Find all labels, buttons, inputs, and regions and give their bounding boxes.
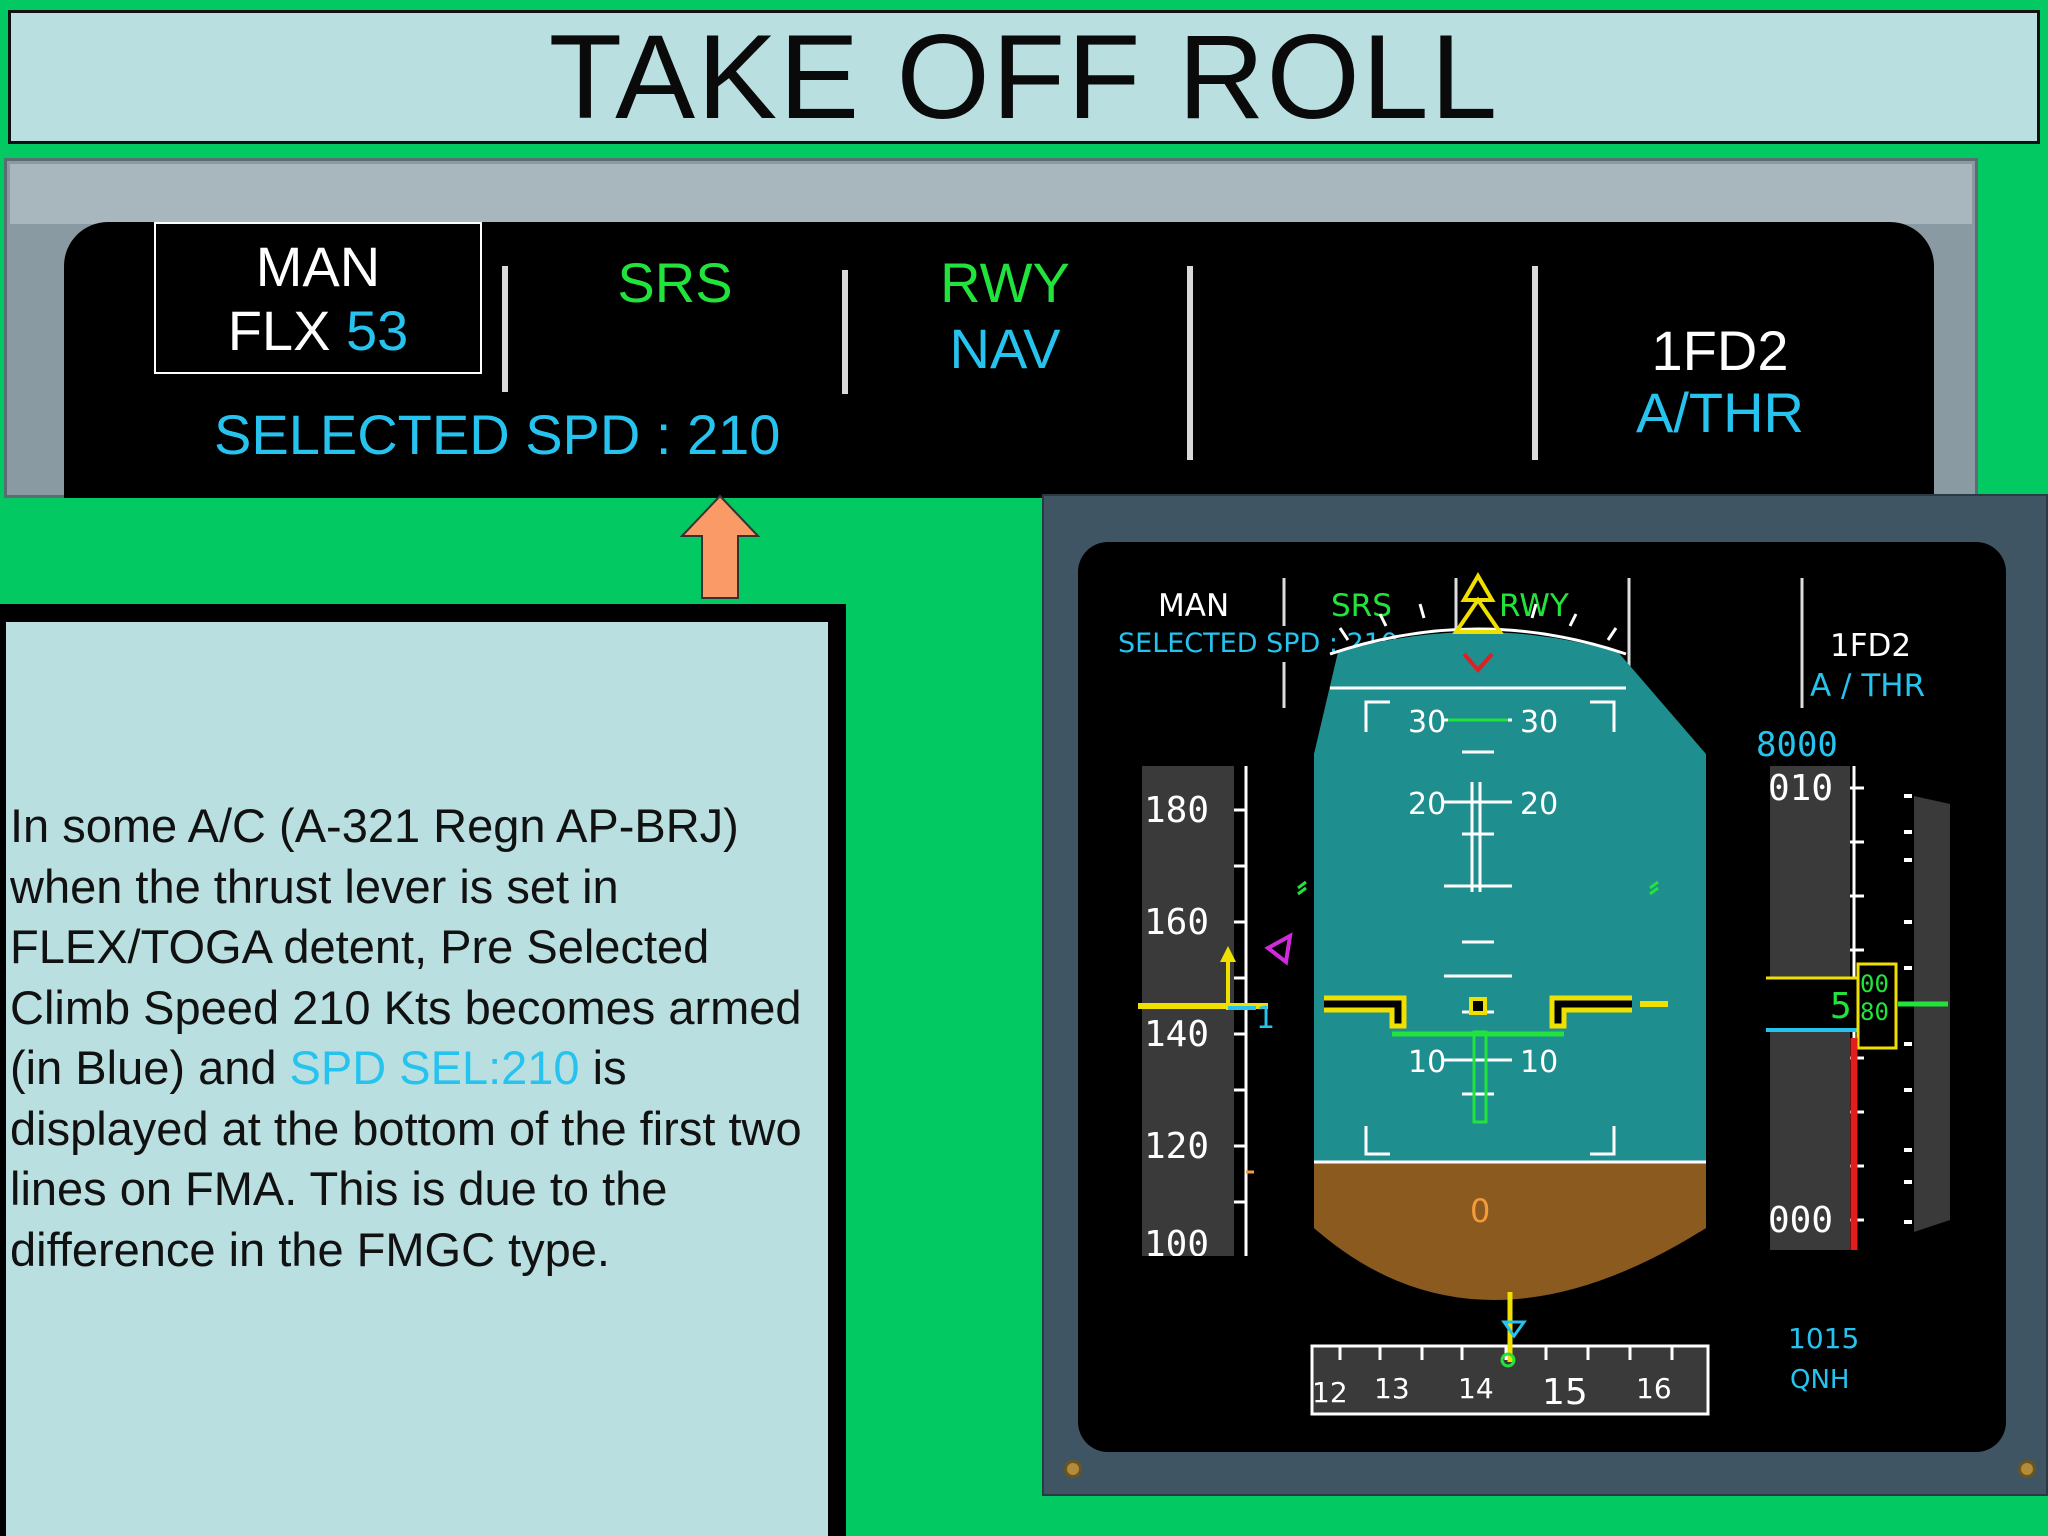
speed-tick-label: 160 <box>1144 902 1209 943</box>
fma-divider-3 <box>1187 266 1193 460</box>
heading-label: 16 <box>1636 1372 1672 1405</box>
fma-man-label: MAN <box>255 235 381 298</box>
page-title: TAKE OFF ROLL <box>548 10 1500 144</box>
fma-flx-label: FLX 53 <box>154 298 482 363</box>
fma-athr-label: A/THR <box>1636 381 1804 444</box>
speed-tick-label: 140 <box>1144 1014 1209 1055</box>
speed-target-marker: 1 <box>1256 1001 1275 1036</box>
altitude-drum-bottom: 80 <box>1860 998 1889 1026</box>
info-text-highlight: SPD SEL:210 <box>289 1041 580 1094</box>
altitude-window-main: 5 <box>1830 986 1852 1027</box>
speed-tick-label: 180 <box>1144 790 1209 831</box>
info-box <box>6 622 828 1536</box>
info-text-part2: is displayed at the bottom of the first … <box>10 1041 802 1276</box>
altitude-label-top: 010 <box>1768 768 1833 809</box>
fma-divider-2 <box>842 270 848 394</box>
info-text: In some A/C (A-321 Regn AP-BRJ) when the… <box>10 796 828 1280</box>
fma-srs-label: SRS <box>617 251 733 314</box>
pitch-label-left: 10 <box>1408 1045 1446 1080</box>
aircraft-symbol-right <box>1549 995 1632 1029</box>
info-text-part1: In some A/C (A-321 Regn AP-BRJ) when the… <box>10 799 802 1094</box>
selected-altitude: 8000 <box>1756 725 1838 765</box>
pfd-fma-athr: A / THR <box>1810 668 1925 704</box>
pitch-label-left: 20 <box>1408 787 1446 822</box>
fma-nav-label: NAV <box>949 317 1061 380</box>
screw-icon <box>1064 1460 1082 1478</box>
speed-tick-label: 120 <box>1144 1126 1209 1167</box>
fma-divider-4 <box>1532 266 1538 460</box>
baro-value: 1015 <box>1788 1322 1859 1355</box>
fma-bezel-highlight <box>10 164 1972 224</box>
screw-icon <box>2018 1460 2036 1478</box>
pitch-label-right: 30 <box>1520 705 1558 740</box>
bank-pointer-icon <box>1452 596 1504 634</box>
vertical-speed-tape <box>1914 796 1950 1232</box>
pitch-label-right: 10 <box>1520 1045 1558 1080</box>
fma-selected-speed: SELECTED SPD : 210 <box>214 403 781 466</box>
fma-rwy-label: RWY <box>940 251 1070 314</box>
fma-fd-label: 1FD2 <box>1651 319 1789 382</box>
altitude-label-bottom: 000 <box>1768 1200 1833 1241</box>
radio-altitude: 0 <box>1470 1192 1490 1230</box>
heading-label: 12 <box>1312 1376 1348 1409</box>
pfd-display: MAN SRS RWY SELECTED SPD : 210 1FD2 A / … <box>1118 572 1950 1416</box>
baro-label: QNH <box>1790 1365 1849 1395</box>
aircraft-symbol-left <box>1324 995 1407 1029</box>
up-arrow-icon <box>680 494 760 599</box>
fma-screen <box>64 222 1934 498</box>
fma-flx-text: FLX <box>227 299 331 362</box>
pitch-label-left: 30 <box>1408 705 1446 740</box>
heading-label: 13 <box>1374 1372 1410 1405</box>
heading-label: 15 <box>1542 1372 1588 1413</box>
pfd-fma-fd: 1FD2 <box>1830 628 1911 664</box>
fma-flx-temp: 53 <box>345 299 409 362</box>
speed-tape <box>1142 766 1234 1256</box>
pfd-fma-man: MAN <box>1158 588 1229 624</box>
heading-label: 14 <box>1458 1372 1494 1405</box>
target-speed-triangle-icon <box>1264 932 1293 966</box>
fma-thrust-mode-box <box>154 222 482 374</box>
altitude-drum-top: 00 <box>1860 970 1889 998</box>
pitch-label-right: 20 <box>1520 787 1558 822</box>
fma-divider-1 <box>502 266 508 392</box>
title-banner: TAKE OFF ROLL <box>8 10 2040 144</box>
